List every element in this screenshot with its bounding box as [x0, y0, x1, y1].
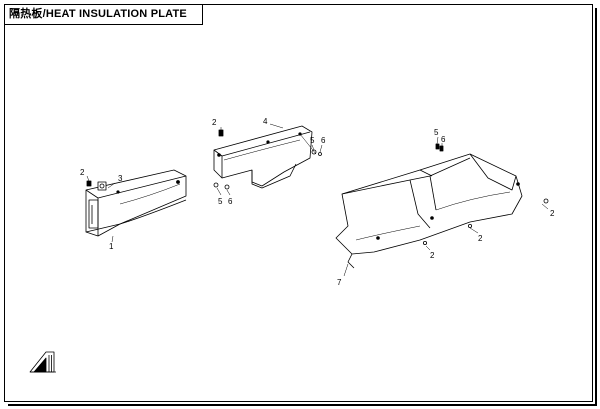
part-4-heat-shield — [213, 125, 317, 189]
callout-7: 7 — [337, 278, 342, 287]
callout-6: 6 — [228, 197, 233, 206]
callout-6: 6 — [441, 135, 446, 144]
callout-5: 5 — [434, 128, 439, 137]
part-1-heat-shield — [85, 169, 187, 237]
callout-6: 6 — [321, 136, 326, 145]
callout-4: 4 — [263, 117, 268, 126]
callout-2: 2 — [430, 251, 435, 260]
callout-1: 1 — [109, 242, 114, 251]
part-7-heat-shield — [335, 153, 549, 269]
callout-5: 5 — [218, 197, 223, 206]
callout-2: 2 — [478, 234, 483, 243]
diagram-frame — [4, 4, 593, 402]
callout-2: 2 — [212, 118, 217, 127]
callout-5: 5 — [310, 136, 315, 145]
callout-2: 2 — [80, 168, 85, 177]
callout-2: 2 — [550, 209, 555, 218]
cfmoto-logo-icon — [29, 351, 56, 373]
leader-lines — [86, 123, 549, 277]
callout-3: 3 — [118, 174, 123, 183]
page-title: 隔热板/HEAT INSULATION PLATE — [4, 4, 203, 25]
